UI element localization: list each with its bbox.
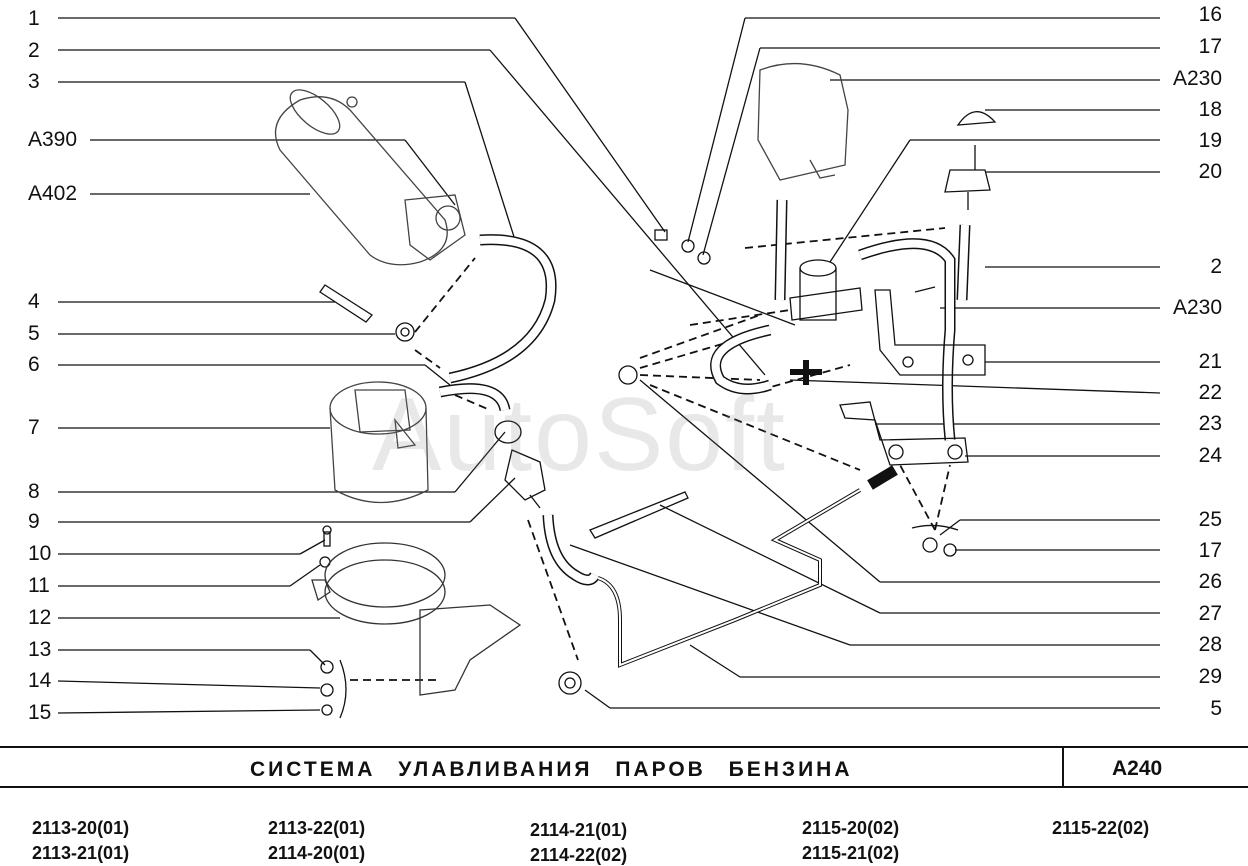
callout-4: 4 xyxy=(28,290,40,313)
valve-19 xyxy=(789,259,863,321)
callout-15: 15 xyxy=(28,701,52,724)
callout-5: 5 xyxy=(28,322,40,345)
diagram-code: A240 xyxy=(1112,757,1163,780)
callout-a390: A390 xyxy=(28,128,78,151)
callout-6: 6 xyxy=(28,353,40,376)
callout-12: 12 xyxy=(28,606,52,629)
valve-8 xyxy=(494,420,522,444)
model-code: 2115-21(02) xyxy=(802,843,900,863)
clamp-5 xyxy=(395,322,415,342)
callout-3: 3 xyxy=(28,70,40,93)
bracket-21 xyxy=(874,286,986,376)
callout-13: 13 xyxy=(28,638,52,661)
callout-27: 27 xyxy=(1198,602,1222,625)
callout-14: 14 xyxy=(28,669,52,692)
fuel-module-7 xyxy=(329,381,429,504)
callout-1: 1 xyxy=(28,7,40,30)
callout-8: 8 xyxy=(28,480,40,503)
callout-28: 28 xyxy=(1198,633,1222,656)
callout-10: 10 xyxy=(28,542,52,565)
callout-a230: A230 xyxy=(1172,67,1222,90)
valve-20 xyxy=(944,145,991,210)
callout-24: 24 xyxy=(1198,444,1222,467)
clamp-5-mid xyxy=(618,365,638,385)
bracket-23 xyxy=(839,401,969,466)
title-divider xyxy=(1062,748,1064,788)
model-code: 2115-22(02) xyxy=(1052,818,1150,838)
callout-17: 17 xyxy=(1198,35,1222,58)
model-code: 2113-20(01) xyxy=(32,818,130,838)
callout-18: 18 xyxy=(1198,98,1222,121)
callout-a230-2: A230 xyxy=(1172,296,1222,319)
bolt-10 xyxy=(322,525,332,547)
washer-17 xyxy=(697,251,711,265)
callout-2-right: 2 xyxy=(1210,255,1222,278)
callout-17-lower: 17 xyxy=(1198,539,1222,562)
model-code: 2115-20(02) xyxy=(802,818,900,838)
model-code: 2113-21(01) xyxy=(32,843,130,863)
strap-4 xyxy=(319,284,373,323)
washer-16 xyxy=(681,239,695,253)
callout-26: 26 xyxy=(1198,570,1222,593)
filter-9 xyxy=(504,449,546,509)
callout-22: 22 xyxy=(1198,381,1222,404)
callout-a402: A402 xyxy=(28,182,78,205)
model-code: 2114-20(01) xyxy=(268,843,366,863)
callout-25: 25 xyxy=(1198,508,1222,531)
nuts-13-15 xyxy=(320,659,347,719)
tie-strap-27 xyxy=(589,491,689,539)
tee-22 xyxy=(790,360,822,385)
model-code: 2114-21(01) xyxy=(530,820,628,840)
nut-25 xyxy=(922,537,938,553)
callout-11: 11 xyxy=(28,574,50,597)
callout-29: 29 xyxy=(1198,665,1222,688)
callout-9: 9 xyxy=(28,510,40,533)
separator-a230 xyxy=(757,62,849,181)
clamp-5-lower xyxy=(558,671,582,695)
callout-19: 19 xyxy=(1198,129,1222,152)
callout-2: 2 xyxy=(28,39,40,62)
hose-26 xyxy=(867,465,898,490)
callout-20: 20 xyxy=(1198,160,1222,183)
bolt-1 xyxy=(654,229,668,241)
model-code: 2113-22(01) xyxy=(268,818,366,838)
watermark: AutoSoft xyxy=(372,377,787,493)
title-block: СИСТЕМА УЛАВЛИВАНИЯ ПАРОВ БЕНЗИНА A240 xyxy=(0,746,1248,788)
cap-18 xyxy=(956,111,997,126)
callout-5-right: 5 xyxy=(1210,697,1222,720)
leader-lines-right xyxy=(569,17,1161,709)
callout-7: 7 xyxy=(28,416,40,439)
diagram-title: СИСТЕМА УЛАВЛИВАНИЯ ПАРОВ БЕНЗИНА xyxy=(250,758,853,781)
canister-a402 xyxy=(274,89,466,266)
callout-16: 16 xyxy=(1198,3,1222,26)
callout-21: 21 xyxy=(1198,350,1222,373)
washer-17-lower xyxy=(943,543,957,557)
hose-2 xyxy=(858,238,956,441)
band-12 xyxy=(311,542,522,696)
washer-11 xyxy=(319,556,331,568)
leader-lines-left xyxy=(57,17,766,714)
callout-23: 23 xyxy=(1198,412,1222,435)
model-code: 2114-22(02) xyxy=(530,845,628,865)
